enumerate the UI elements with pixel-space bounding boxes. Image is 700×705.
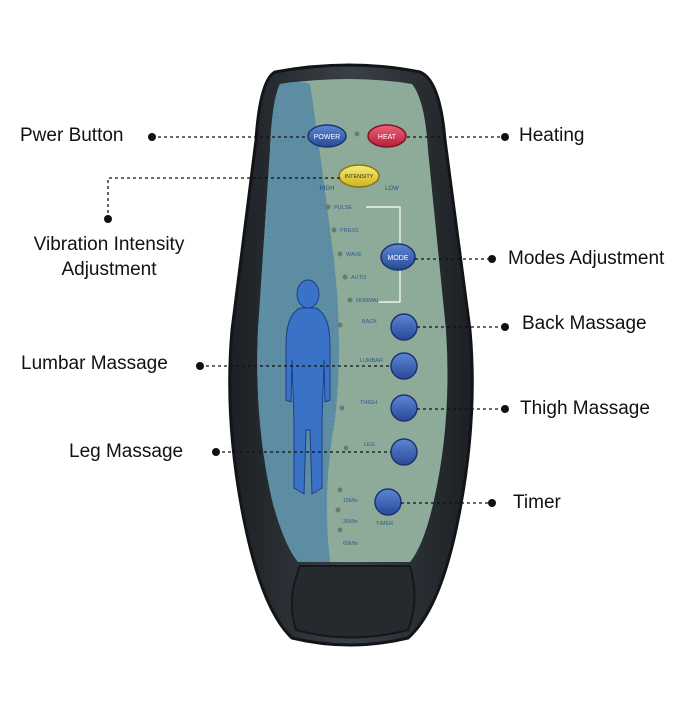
mode-button[interactable]: [380, 243, 416, 271]
mode-auto: AUTO: [351, 275, 367, 281]
intensity-button[interactable]: [338, 164, 380, 188]
mode-button-label: MODE: [388, 255, 409, 262]
mode-normal: NORMAL: [356, 298, 380, 304]
thigh-label: THIGH: [360, 400, 377, 406]
mode-wave: WAVE: [346, 252, 362, 258]
callout-intensity-line1: Vibration Intensity: [33, 234, 185, 255]
callout-modes: Modes Adjustment: [508, 248, 665, 269]
leader-dots: [104, 133, 509, 507]
callout-thigh: Thigh Massage: [520, 398, 650, 419]
callout-intensity: Vibration Intensity Adjustment: [14, 232, 204, 282]
heat-button[interactable]: [367, 124, 407, 148]
callout-leg: Leg Massage: [69, 441, 184, 462]
lumbar-label: LUMBAR: [360, 358, 383, 364]
bottom-grip: [290, 565, 416, 639]
power-button-label: POWER: [314, 134, 340, 141]
lumbar-button[interactable]: [390, 352, 418, 380]
timer-label: TIMER: [376, 521, 393, 527]
high-label: HIGH: [320, 186, 335, 192]
leg-label: LEG: [364, 442, 375, 448]
heat-button-label: HEAT: [378, 134, 397, 141]
power-button[interactable]: [307, 124, 347, 148]
timer-button[interactable]: [374, 488, 402, 516]
back-label: BACK: [362, 319, 377, 325]
callout-back: Back Massage: [522, 313, 647, 334]
low-label: LOW: [385, 186, 399, 192]
callout-heating: Heating: [519, 125, 585, 146]
thigh-button[interactable]: [390, 394, 418, 422]
timer-15min: 15Min: [343, 498, 358, 504]
human-figure-icon: [285, 279, 331, 495]
mode-pulse: PULSE: [334, 205, 352, 211]
mode-press: PRESS: [340, 228, 359, 234]
callout-timer: Timer: [513, 492, 561, 513]
leader-lines: [107, 136, 505, 504]
timer-60min: 60Min: [343, 541, 358, 547]
leg-button[interactable]: [390, 438, 418, 466]
intensity-button-label: INTENSITY: [345, 174, 374, 180]
callout-intensity-line2: Adjustment: [61, 259, 157, 280]
callout-lumbar: Lumbar Massage: [21, 353, 168, 374]
timer-30min: 30Min: [343, 519, 358, 525]
indicator-leds: [325, 131, 360, 533]
callout-power: Pwer Button: [20, 125, 124, 146]
back-button[interactable]: [390, 313, 418, 341]
